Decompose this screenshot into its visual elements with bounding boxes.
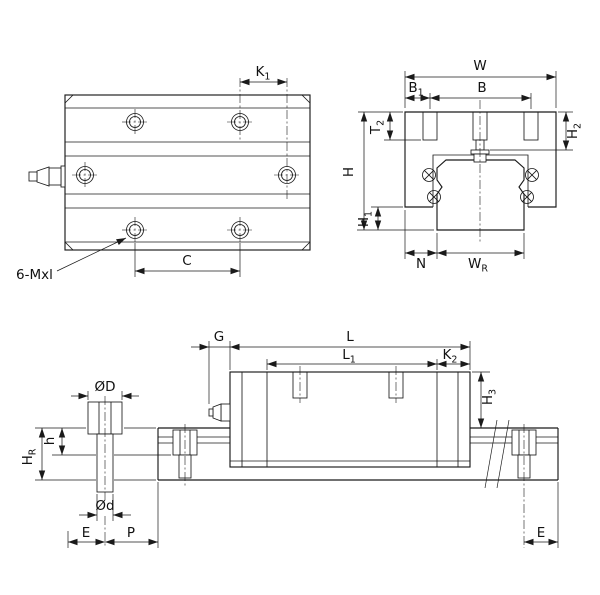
dim-label-e-right: E — [537, 525, 546, 541]
rail-side — [157, 427, 559, 481]
dim-h3: H3 — [472, 371, 499, 428]
dim-label-h-small: h — [42, 437, 58, 446]
callout-6mxl: 6-Mxl — [16, 237, 127, 283]
dim-h2: H2 — [490, 111, 584, 151]
dim-label-h: H — [341, 167, 357, 177]
dim-label-b1: B1 — [408, 80, 423, 99]
dim-label-e-left: E — [82, 525, 91, 541]
dim-label-hr: HR — [20, 448, 39, 465]
dim-t2: T2 — [368, 112, 421, 141]
dim-label-w: W — [473, 58, 486, 74]
thread-holes-side — [292, 366, 404, 403]
thread-holes-section — [422, 111, 539, 141]
dim-label-k2: K2 — [443, 347, 458, 366]
dim-label-diaD: ØD — [94, 379, 115, 395]
dim-l1-k2: L1 K2 — [266, 347, 470, 370]
callout-label-6mxl: 6-Mxl — [16, 267, 53, 283]
dim-label-l: L — [346, 329, 354, 345]
dim-label-n: N — [416, 256, 426, 272]
dim-h: H — [341, 111, 434, 231]
ball-symbol — [427, 190, 441, 204]
cross-section-view: W B1 B T2 H2 H H — [341, 58, 584, 275]
break-lines — [484, 419, 510, 489]
dim-label-k1: K1 — [256, 64, 271, 83]
ball-symbol — [422, 168, 436, 182]
dim-b1-b: B1 B — [405, 80, 532, 109]
dim-label-diad: Ød — [95, 498, 114, 514]
plan-view: K1 C 6-Mxl — [16, 64, 311, 283]
dim-h1: H1 — [356, 206, 403, 230]
rail-section — [436, 159, 525, 231]
block-surface-lines — [65, 107, 310, 243]
rail-bolt — [511, 424, 537, 548]
dim-hr: HR — [20, 428, 156, 481]
dim-label-wr: WR — [468, 256, 488, 275]
dim-k1: K1 — [239, 64, 288, 200]
block-side-outline — [229, 371, 471, 468]
grease-nipple-plan — [28, 165, 66, 188]
mounting-bolt-detail — [87, 396, 123, 548]
dim-label-h3: H3 — [480, 389, 499, 405]
dim-label-h2: H2 — [565, 123, 584, 139]
dim-e-p: E P E — [67, 482, 559, 548]
dim-label-p: P — [127, 525, 135, 541]
dim-g-l: G L — [191, 329, 471, 404]
grease-nipple-side — [208, 403, 231, 422]
side-view: G L L1 K2 H3 ØD — [20, 329, 559, 548]
dim-label-t2: T2 — [368, 120, 387, 135]
dim-w: W — [404, 58, 557, 108]
dim-diaD: ØD — [71, 379, 139, 400]
dim-label-l1: L1 — [342, 347, 356, 366]
tapped-hole — [122, 217, 148, 243]
tapped-hole — [72, 162, 98, 188]
corner-chamfers — [64, 94, 311, 251]
block-top-outline — [64, 94, 311, 251]
tapped-hole — [227, 217, 253, 243]
dim-label-c: C — [182, 253, 191, 269]
rail-bolt — [172, 424, 198, 486]
dim-diad: Ød — [79, 494, 131, 521]
ball-symbol — [520, 190, 534, 204]
dim-label-h1: H1 — [356, 211, 375, 227]
ball-symbol — [525, 168, 539, 182]
dim-label-g: G — [214, 329, 224, 345]
dim-c: C — [134, 243, 241, 277]
dim-label-b: B — [477, 80, 486, 96]
dim-n-wr: N WR — [404, 210, 525, 275]
tapped-hole — [122, 109, 148, 135]
block-side-lines — [230, 372, 470, 467]
